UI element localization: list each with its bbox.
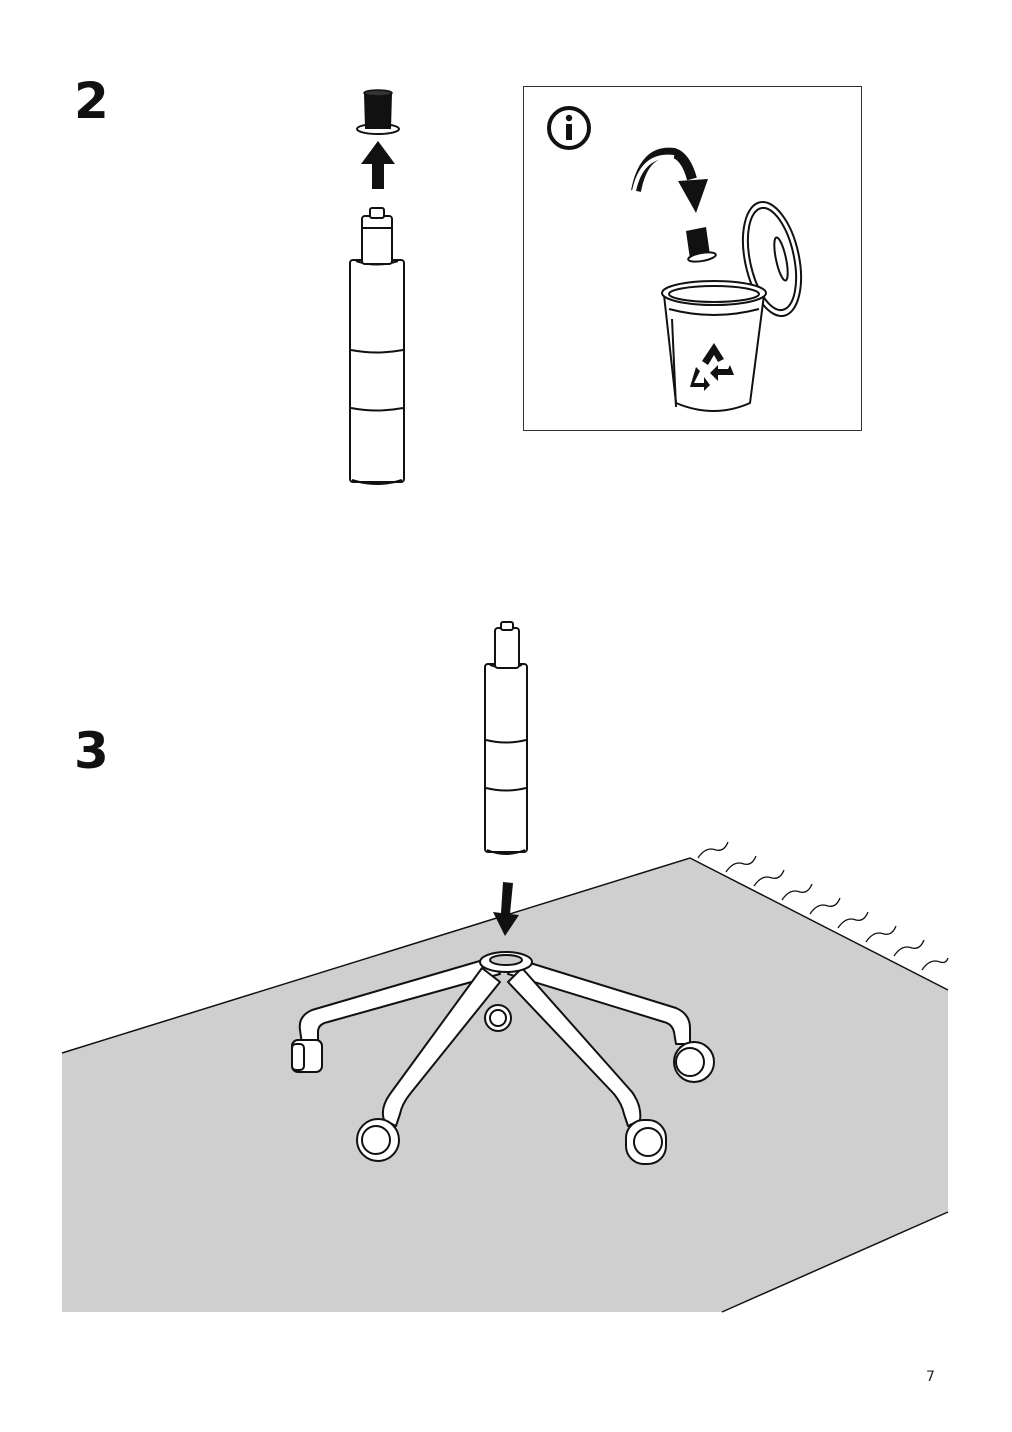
recycling-illustration <box>547 106 803 412</box>
info-circle-icon <box>547 106 591 150</box>
step-3-number: 3 <box>74 722 109 780</box>
recycle-icon <box>690 343 734 391</box>
chair-base-icon <box>291 951 715 1165</box>
curved-arrow-icon <box>631 147 708 213</box>
gas-spring-icon <box>349 207 405 485</box>
gas-spring-icon <box>484 621 528 855</box>
down-arrow-icon <box>493 882 519 936</box>
carpet-fringe <box>697 841 949 971</box>
up-arrow-icon <box>361 141 395 189</box>
protective-cap-icon <box>686 227 717 263</box>
protective-cap-icon <box>356 89 400 135</box>
step-2-number: 2 <box>74 72 109 130</box>
info-panel <box>523 86 862 431</box>
page-number: 7 <box>926 1369 935 1385</box>
floor <box>62 858 948 1312</box>
